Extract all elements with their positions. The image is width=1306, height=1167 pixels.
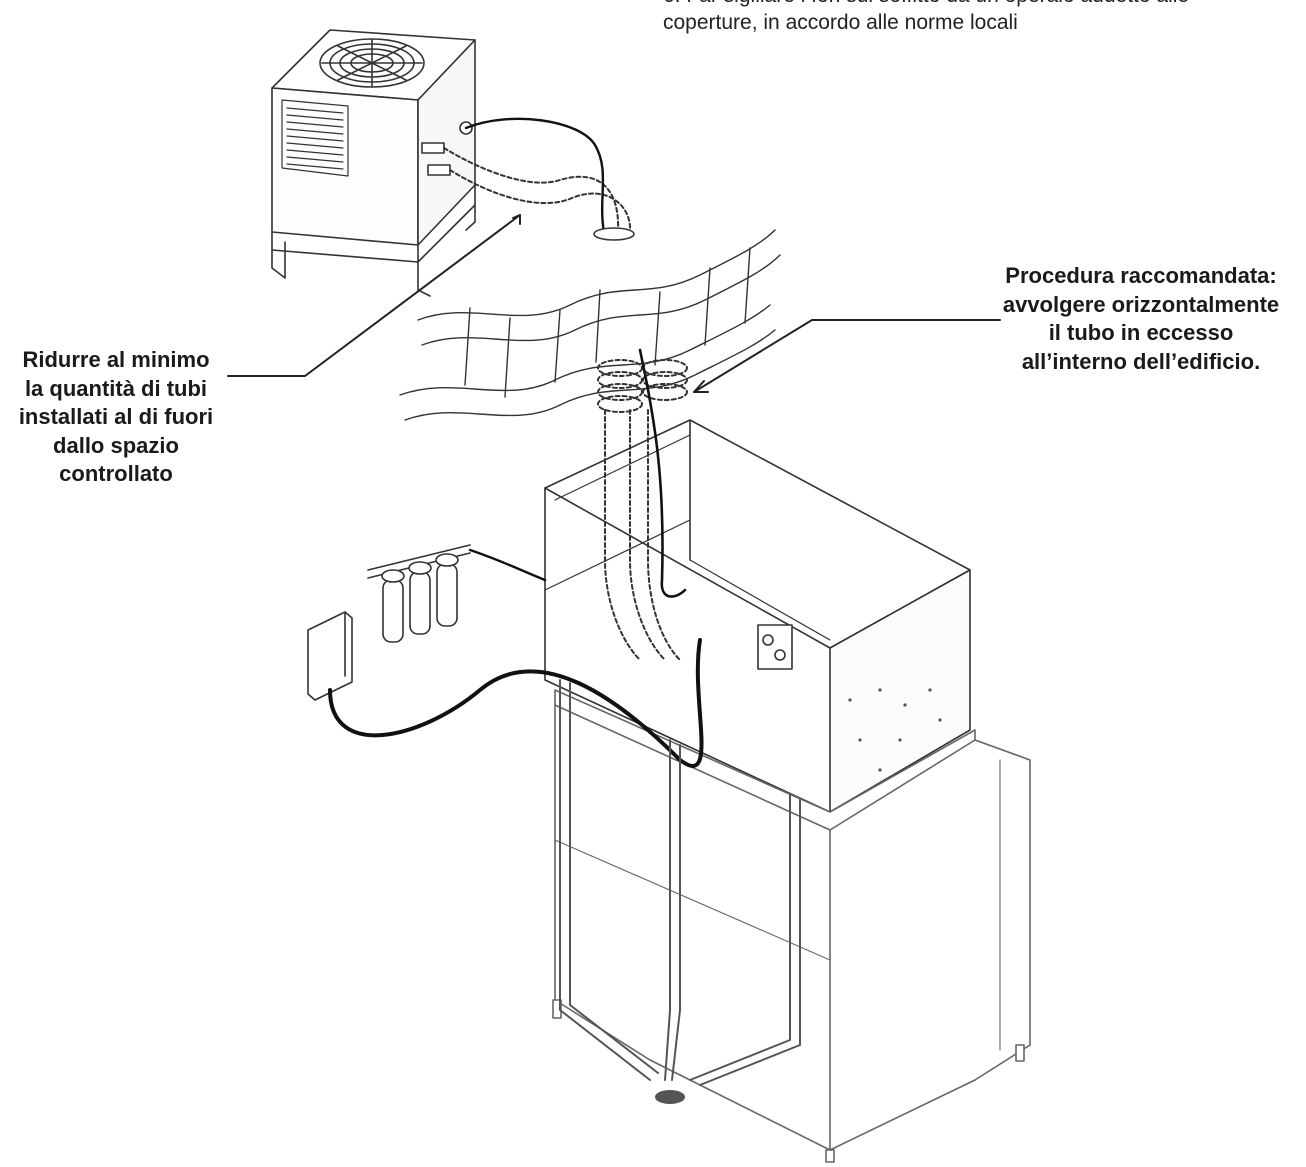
electrical-box bbox=[307, 611, 704, 768]
drain-lines bbox=[559, 679, 801, 1104]
roof-truss bbox=[399, 229, 781, 421]
left-callout-leader bbox=[227, 214, 521, 377]
refrigerant-lines-upper bbox=[443, 117, 635, 241]
top-note: 6. Far sigillare i fori sul soffitto da … bbox=[663, 0, 1189, 35]
coil-loops-icon bbox=[597, 359, 688, 413]
condenser-coil bbox=[281, 99, 349, 177]
right-callout-leader bbox=[693, 319, 1001, 393]
refrigerant-lines-lower bbox=[597, 348, 688, 661]
floor-drain-icon bbox=[655, 1090, 685, 1104]
left-callout-text: Ridurre al minimo la quantità di tubi in… bbox=[18, 347, 214, 487]
fan-guard-icon bbox=[319, 38, 425, 88]
water-filters bbox=[367, 544, 547, 643]
ice-machine bbox=[544, 419, 971, 813]
ice-bin bbox=[552, 689, 1031, 1163]
right-callout-text: Procedura raccomandata: avvolgere orizzo… bbox=[1002, 263, 1280, 374]
remote-condenser bbox=[271, 29, 476, 297]
